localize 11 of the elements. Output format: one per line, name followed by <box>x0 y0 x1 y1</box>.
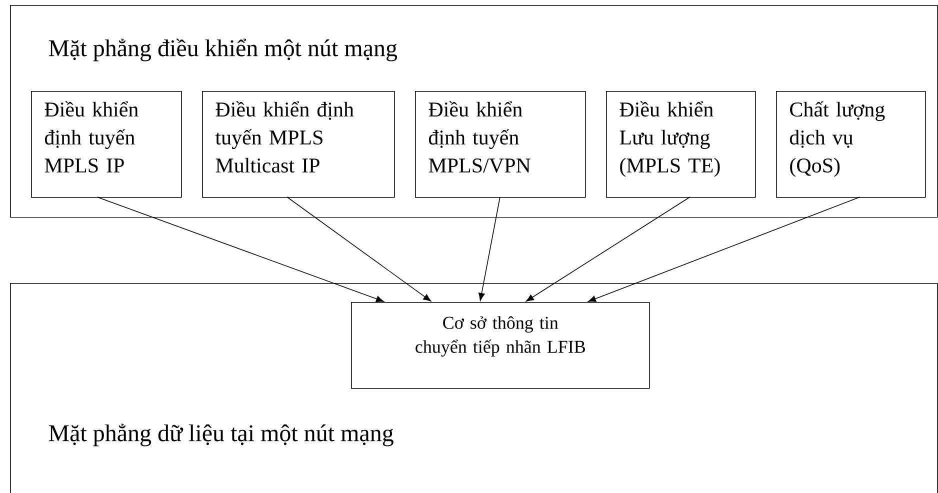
process-box: Điều khiển định tuyến MPLS IP <box>31 91 182 198</box>
process-box: Điều khiển định tuyến MPLS/VPN <box>415 91 586 198</box>
arrow <box>526 196 690 302</box>
database-box: Cơ sở thông tin chuyển tiếp nhãn LFIB <box>351 302 650 389</box>
arrow <box>588 196 860 302</box>
arrow <box>478 196 500 301</box>
process-box: Điều khiển định tuyến MPLS Multicast IP <box>202 91 395 198</box>
process-box: Chất lượng dịch vụ (QoS) <box>776 91 926 198</box>
arrow <box>96 196 384 302</box>
arrow <box>286 196 432 302</box>
process-box: Điều khiển Lưu lượng (MPLS TE) <box>606 91 756 198</box>
